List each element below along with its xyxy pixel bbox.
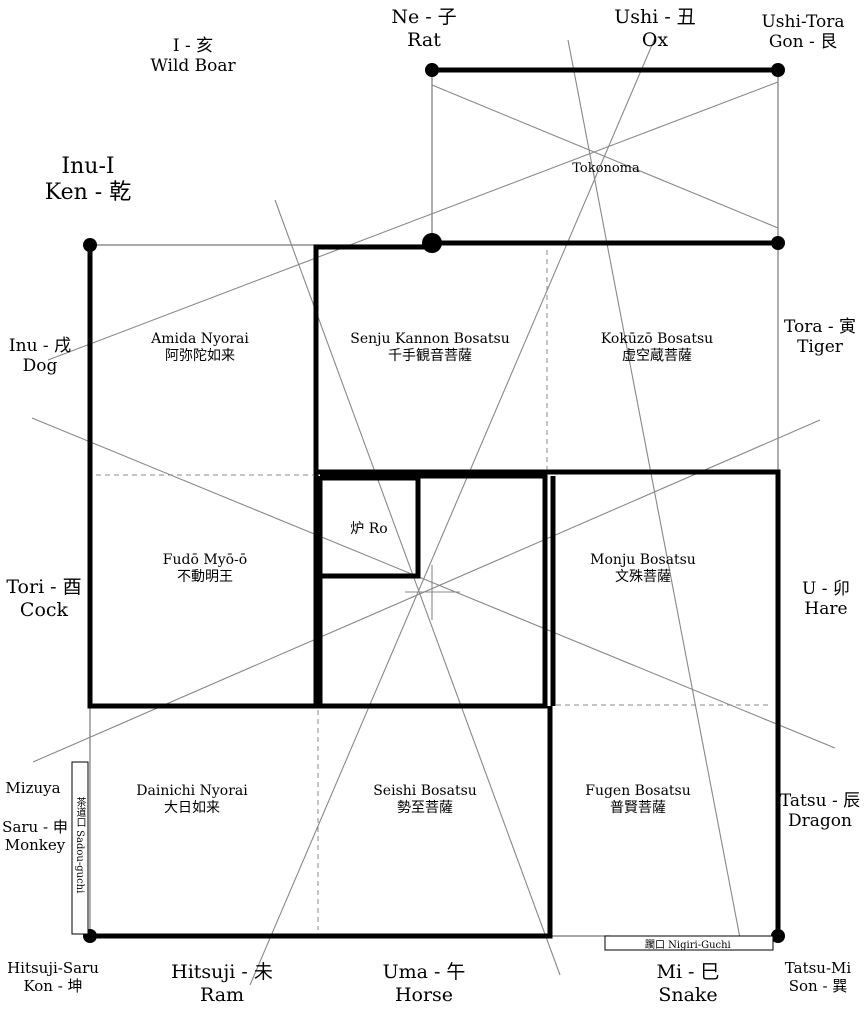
- label-saru-romaji: Saru - 申: [2, 818, 68, 836]
- label-tatsu-romaji: Tatsu - 辰: [779, 791, 861, 811]
- label-inu: Inu - 戌 Dog: [9, 336, 71, 377]
- label-inu-i: Inu-I Ken - 乾: [45, 154, 131, 207]
- room-seishi: Seishi Bosatsu 勢至菩薩: [373, 783, 477, 817]
- label-hitsuji-saru-romaji: Hitsuji-Saru: [7, 959, 99, 977]
- label-ne: Ne - 子 Rat: [391, 6, 456, 52]
- room-senju-kanji: 千手観音菩薩: [387, 347, 472, 364]
- room-monju-kanji: 文殊菩薩: [614, 568, 671, 585]
- room-dainichi: Dainichi Nyorai 大日如来: [136, 783, 247, 817]
- label-mi-english: Snake: [658, 983, 718, 1006]
- label-tatsu-mi-romaji: Tatsu-Mi: [784, 959, 852, 977]
- room-ro: 炉 Ro: [350, 521, 387, 538]
- label-i: I - 亥 Wild Boar: [150, 36, 235, 77]
- nigiri-guchi-door: [604, 935, 774, 951]
- room-fudo-name: Fudō Myō-ō: [162, 552, 248, 568]
- room-kokuzo: Kokūzō Bosatsu 虚空蔵菩薩: [601, 331, 713, 365]
- room-kokuzo-kanji: 虚空蔵菩薩: [622, 347, 692, 364]
- room-fugen: Fugen Bosatsu 普賢菩薩: [585, 783, 691, 817]
- label-ushi-romaji: Ushi - 丑: [614, 6, 696, 28]
- label-inu-romaji: Inu - 戌: [8, 336, 72, 356]
- thin-outlines: [89, 70, 779, 937]
- label-tori: Tori - 酉 Cock: [6, 576, 81, 622]
- label-mizuya: Mizuya: [5, 779, 60, 797]
- label-hitsuji: Hitsuji - 未 Ram: [171, 961, 273, 1007]
- room-senju: Senju Kannon Bosatsu 千手観音菩薩: [350, 331, 510, 365]
- label-tori-english: Cock: [19, 598, 69, 621]
- label-ne-romaji: Ne - 子: [391, 6, 457, 28]
- label-mi-romaji: Mi - 巳: [656, 961, 720, 983]
- room-fudo-kanji: 不動明王: [177, 568, 233, 585]
- label-mi: Mi - 巳 Snake: [656, 961, 719, 1007]
- label-uma: Uma - 午 Horse: [383, 961, 466, 1007]
- label-tori-romaji: Tori - 酉: [6, 576, 82, 598]
- room-amida: Amida Nyorai 阿弥陀如来: [151, 331, 249, 365]
- label-hitsuji-romaji: Hitsuji - 未: [171, 961, 273, 983]
- label-ushi-tora-trigram: Gon - 艮: [768, 32, 838, 53]
- label-u: U - 卯 Hare: [802, 579, 850, 620]
- room-tokonoma: Tokonoma: [572, 161, 639, 177]
- label-inu-i-romaji: Inu-I: [61, 154, 115, 179]
- label-tatsu-mi: Tatsu-Mi Son - 巽: [785, 959, 851, 995]
- label-hitsuji-saru: Hitsuji-Saru Kon - 坤: [7, 959, 99, 995]
- room-amida-kanji: 阿弥陀如来: [164, 347, 235, 364]
- label-i-romaji: I - 亥: [172, 36, 214, 56]
- label-ushi: Ushi - 丑 Ox: [614, 6, 696, 52]
- room-ro-name: 炉 Ro: [350, 521, 388, 537]
- label-i-english: Wild Boar: [150, 56, 236, 77]
- label-hitsuji-saru-trigram: Kon - 坤: [23, 977, 83, 995]
- label-tatsu: Tatsu - 辰 Dragon: [780, 791, 860, 832]
- label-uma-english: Horse: [394, 983, 454, 1006]
- room-monju-name: Monju Bosatsu: [590, 552, 696, 568]
- label-tora-romaji: Tora - 寅: [783, 317, 857, 337]
- corner-posts: [83, 63, 785, 943]
- room-kokuzo-name: Kokūzō Bosatsu: [600, 331, 714, 347]
- tatami-seams: [96, 250, 770, 930]
- label-saru: Saru - 申 Monkey: [2, 818, 68, 854]
- label-ushi-english: Ox: [641, 28, 669, 51]
- label-tora-english: Tiger: [797, 337, 843, 358]
- room-dainichi-kanji: 大日如来: [164, 799, 220, 816]
- label-tora: Tora - 寅 Tiger: [784, 317, 856, 358]
- room-fugen-kanji: 普賢菩薩: [610, 799, 666, 816]
- label-tatsu-mi-trigram: Son - 巽: [788, 977, 848, 995]
- room-fudo: Fudō Myō-ō 不動明王: [163, 552, 247, 586]
- label-ushi-tora-romaji: Ushi-Tora: [761, 12, 845, 32]
- label-ushi-tora: Ushi-Tora Gon - 艮: [761, 12, 844, 53]
- label-ne-english: Rat: [407, 28, 441, 51]
- label-uma-romaji: Uma - 午: [382, 961, 466, 983]
- sadou-guchi-door: [71, 761, 89, 935]
- direction-lines: [31, 37, 836, 986]
- room-amida-name: Amida Nyorai: [151, 331, 249, 347]
- room-monju: Monju Bosatsu 文殊菩薩: [590, 552, 696, 586]
- label-tatsu-english: Dragon: [788, 811, 852, 832]
- room-seishi-kanji: 勢至菩薩: [397, 799, 453, 816]
- label-saru-english: Monkey: [4, 836, 66, 854]
- room-dainichi-name: Dainichi Nyorai: [136, 783, 248, 799]
- label-u-english: Hare: [804, 599, 848, 620]
- label-u-romaji: U - 卯: [802, 579, 850, 599]
- thick-walls: [87, 67, 781, 939]
- room-fugen-name: Fugen Bosatsu: [585, 783, 691, 799]
- label-hitsuji-english: Ram: [199, 983, 245, 1006]
- label-sadou-guchi: 茶道口 Sadou-guchi: [74, 797, 85, 894]
- label-inu-i-trigram: Ken - 乾: [44, 180, 132, 206]
- label-mizuya-text: Mizuya: [5, 779, 61, 797]
- room-seishi-name: Seishi Bosatsu: [373, 783, 477, 799]
- room-senju-name: Senju Kannon Bosatsu: [350, 331, 510, 347]
- label-inu-english: Dog: [22, 356, 58, 377]
- label-nigiri-guchi: 躙口 Nigiri-Guchi: [645, 940, 731, 951]
- room-tokonoma-name: Tokonoma: [572, 161, 640, 176]
